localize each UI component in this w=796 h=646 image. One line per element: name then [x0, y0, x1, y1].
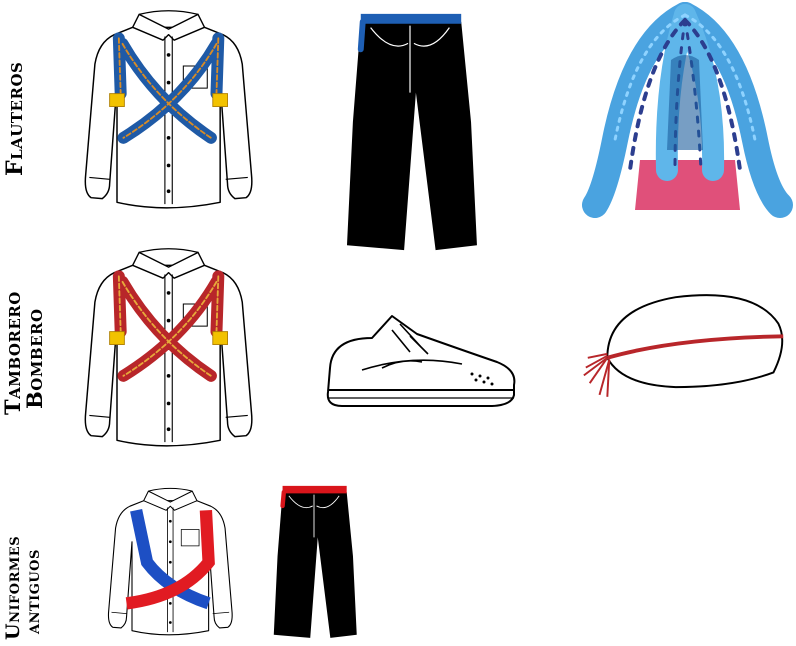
tamborero-cap-icon	[583, 294, 784, 397]
flauteros-headdress-icon	[582, 2, 793, 218]
row-label-tamborero: Tamborero Bombero	[0, 291, 48, 415]
flauteros-pants-icon	[346, 13, 477, 251]
row-label-tamborero-line2: Bombero	[22, 308, 48, 409]
row-label-antiguos: Uniformes antiguos	[2, 535, 44, 640]
row-label-flauteros: Flauteros	[2, 61, 28, 176]
row-label-tamborero-line1: Tamborero	[0, 291, 25, 415]
row-label-antiguos-line2: antiguos	[21, 549, 44, 634]
flauteros-shirt-icon	[84, 9, 253, 209]
antiguos-shirt-icon	[107, 487, 233, 636]
tamborero-shoe-icon	[326, 315, 516, 407]
tamborero-shirt-icon	[84, 247, 253, 447]
row-label-antiguos-line1: Uniformes	[2, 535, 24, 640]
antiguos-pants-icon	[273, 485, 357, 638]
row-label-flauteros-text: Flauteros	[2, 61, 28, 176]
